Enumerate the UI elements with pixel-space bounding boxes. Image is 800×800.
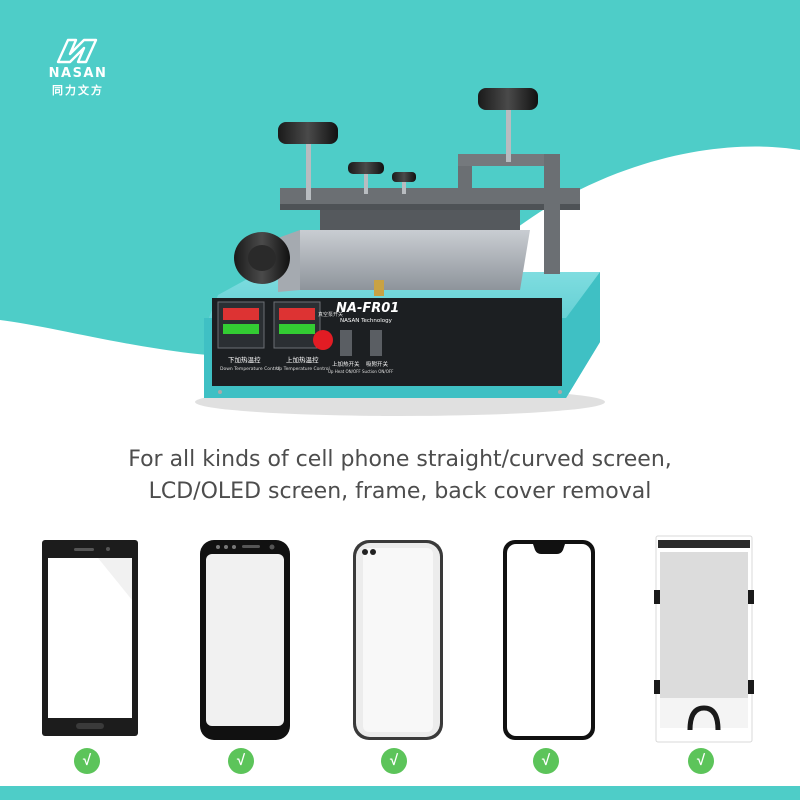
check-icon: √ (228, 748, 254, 774)
brand-chinese-name: 同力文方 (52, 84, 104, 97)
curved-screen-icon (200, 540, 290, 740)
separator-machine-image: 下加热温控 Down Temperature Control 上加热温控 Up … (195, 88, 605, 416)
notch-screen-icon (503, 540, 595, 740)
lower-temp-label: 下加热温控 (228, 355, 261, 364)
check-icon: √ (381, 748, 407, 774)
phone-straight-screen: √ (36, 530, 146, 780)
upper-temp-label: 上加热温控 (286, 355, 319, 364)
check-icon: √ (74, 748, 100, 774)
switch-label-en: Up Heat ON/OFF (328, 369, 361, 374)
feature-caption: For all kinds of cell phone straight/cur… (0, 444, 800, 508)
vacuum-label: 真空泵开关 (318, 311, 343, 318)
phone-curved-screen: √ (190, 530, 300, 780)
straight-screen-icon (42, 540, 138, 736)
frame-icon (654, 535, 754, 743)
logo-mark-icon (56, 38, 98, 64)
upper-temp-label-en: Up Temperature Control (276, 366, 330, 372)
brand-logo: NASAN 同力文方 (38, 38, 118, 98)
bottom-bar (0, 786, 800, 800)
brand-name: NASAN (48, 66, 108, 81)
suction-label: 吸附开关 (366, 360, 389, 368)
switch-label: 上加热开关 (332, 360, 360, 368)
phone-curved-notch-screen: √ (343, 530, 453, 780)
suction-label-en: Suction ON/OFF (362, 369, 394, 374)
check-icon: √ (688, 748, 714, 774)
lower-temp-label-en: Down Temperature Control (220, 366, 280, 372)
curved-notch-screen-icon (353, 540, 443, 740)
check-icon: √ (533, 748, 559, 774)
phone-frame: √ (650, 530, 760, 780)
maker-label: NASAN Technology (340, 318, 393, 324)
caption-line-1: For all kinds of cell phone straight/cur… (128, 447, 672, 472)
caption-line-2: LCD/OLED screen, frame, back cover remov… (148, 479, 652, 504)
phone-notch-screen: √ (495, 530, 605, 780)
model-label: NA-FR01 (336, 301, 399, 316)
compatible-screens: √ √ √ √ (0, 530, 800, 780)
